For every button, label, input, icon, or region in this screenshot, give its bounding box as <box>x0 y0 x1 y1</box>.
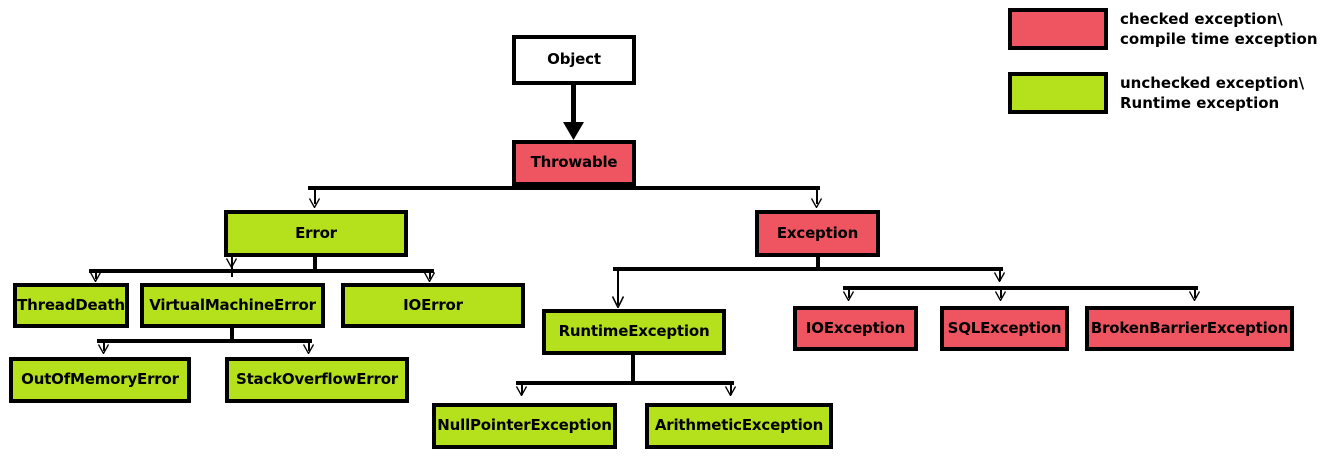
legend-label-checked: checked exception\ compile time exceptio… <box>1120 10 1318 49</box>
node-runtime-exception[interactable]: RuntimeException <box>542 309 726 355</box>
legend-label-unchecked: unchecked exception\ Runtime exception <box>1120 74 1305 113</box>
node-io-exception[interactable]: IOException <box>793 306 918 351</box>
arrowhead-exception <box>811 198 822 208</box>
node-object[interactable]: Object <box>512 35 636 85</box>
edge-error-bus <box>89 269 434 273</box>
node-throwable[interactable]: Throwable <box>512 140 636 186</box>
node-virtual-machine-error[interactable]: VirtualMachineError <box>140 283 325 328</box>
edge-error-drop <box>313 257 317 271</box>
legend-swatch-checked <box>1008 8 1108 50</box>
node-broken-barrier-exception[interactable]: BrokenBarrierException <box>1085 306 1294 351</box>
arrowhead-io-exception <box>843 291 854 301</box>
edge-runtimeexception-bus <box>516 381 734 385</box>
node-io-error[interactable]: IOError <box>341 283 525 328</box>
legend-swatch-unchecked <box>1008 72 1108 114</box>
arrowhead-exception-subgroup <box>994 272 1005 282</box>
arrowhead-stack-overflow-error <box>303 344 314 354</box>
edge-to-outofmemoryerror-stem <box>103 339 105 351</box>
arrowhead-null-pointer-exception <box>516 386 527 396</box>
edge-object-to-throwable <box>571 85 576 127</box>
arrowhead-error <box>309 198 320 208</box>
arrowhead-runtime-exception <box>612 296 624 308</box>
edge-throwable-bus <box>308 186 820 190</box>
arrowhead-thread-death <box>90 272 101 282</box>
node-null-pointer-exception[interactable]: NullPointerException <box>432 403 617 449</box>
arrowhead-virtual-machine-error <box>226 258 237 268</box>
edge-to-arithmeticexception-stem <box>730 381 732 395</box>
edge-exception-subbus-stem <box>999 267 1001 281</box>
node-thread-death[interactable]: ThreadDeath <box>13 283 129 328</box>
arrowhead-arithmetic-exception <box>725 386 736 396</box>
edge-vme-bus <box>97 339 312 343</box>
node-stack-overflow-error[interactable]: StackOverflowError <box>225 357 409 403</box>
edge-to-error-stem <box>314 186 316 204</box>
edge-exception-drop <box>816 257 820 269</box>
node-out-of-memory-error[interactable]: OutOfMemoryError <box>9 357 191 403</box>
edge-vme-drop <box>230 327 234 341</box>
edge-to-exception-stem <box>816 186 818 204</box>
edge-to-runtimeexception-stem <box>617 267 619 305</box>
edge-to-brokenbarrierexception-stem <box>1194 286 1196 298</box>
arrowhead-broken-barrier-exception <box>1189 291 1200 301</box>
node-sql-exception[interactable]: SQLException <box>940 306 1069 351</box>
edge-to-ioerror-stem <box>429 269 431 279</box>
edge-to-ioexception-stem <box>848 286 850 298</box>
arrowhead-io-error <box>424 272 435 282</box>
arrowhead-sql-exception <box>995 291 1006 301</box>
arrowhead-throwable <box>563 120 584 140</box>
node-arithmetic-exception[interactable]: ArithmeticException <box>645 403 833 449</box>
edge-to-stackoverflowerror-stem <box>308 339 310 351</box>
node-error[interactable]: Error <box>224 210 408 257</box>
edge-checked-bus <box>843 286 1198 290</box>
edge-to-sqlexception-stem <box>1000 286 1002 298</box>
arrowhead-out-of-memory-error <box>98 344 109 354</box>
node-exception[interactable]: Exception <box>755 210 880 257</box>
edge-runtimeexception-drop <box>631 355 635 383</box>
edge-to-threaddeath-stem <box>95 269 97 279</box>
edge-to-nullpointerexception-stem <box>521 381 523 395</box>
edge-exception-bus <box>613 267 1003 271</box>
